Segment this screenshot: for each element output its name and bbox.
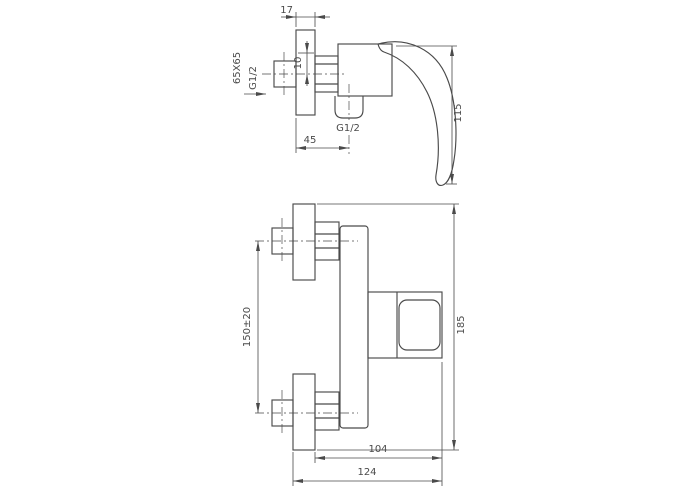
dim-45-label: 45 [304,135,317,146]
side-view: 17 65X65 G1/2 10 G1/2 45 [232,5,464,187]
outlet-thread-label: G1/2 [336,123,360,134]
bottom-wall-flange [292,373,316,451]
inlet-connector-side [273,60,297,88]
dim-body-width: 104 [314,362,443,486]
bottom-inlet-connector [271,399,294,427]
dim-104-label: 104 [368,444,387,455]
shower-outlet-side [334,96,364,119]
front-view: 150±20 185 104 124 [242,203,467,486]
wall-flange-side [295,29,316,116]
dim-outlet-offset: 45 [295,118,349,153]
dim-150-label: 150±20 [242,307,253,347]
mixer-body-side [337,43,393,97]
top-inlet-connector [271,227,294,255]
inlet-thread-label: G1/2 [248,66,259,90]
outlet-face-front [398,299,441,351]
bottom-mounting-nut [314,391,340,431]
dim-17-label: 17 [280,5,293,16]
dim-pipe-centers: 150±20 [242,241,260,413]
inlet-thread-callout: G1/2 [244,66,266,96]
dim-body-height: 115 [396,45,464,185]
dim-185-label: 185 [456,315,467,334]
dim-inset-depth: 10 [293,41,314,86]
dim-overall-width: 124 [292,452,442,486]
cartridge-housing-front [367,291,443,359]
lever-handle-side [377,41,457,187]
top-mounting-nut [314,221,340,261]
top-wall-flange [292,203,316,281]
dim-10-label: 10 [293,57,304,70]
dim-124-label: 124 [357,467,376,478]
dim-115-label: 115 [453,103,464,122]
mixer-body-front [339,225,369,429]
dim-65x65-label: 65X65 [232,52,243,84]
dim-flange-thickness: 17 [280,5,330,27]
dim-overall-height: 185 [317,203,467,451]
